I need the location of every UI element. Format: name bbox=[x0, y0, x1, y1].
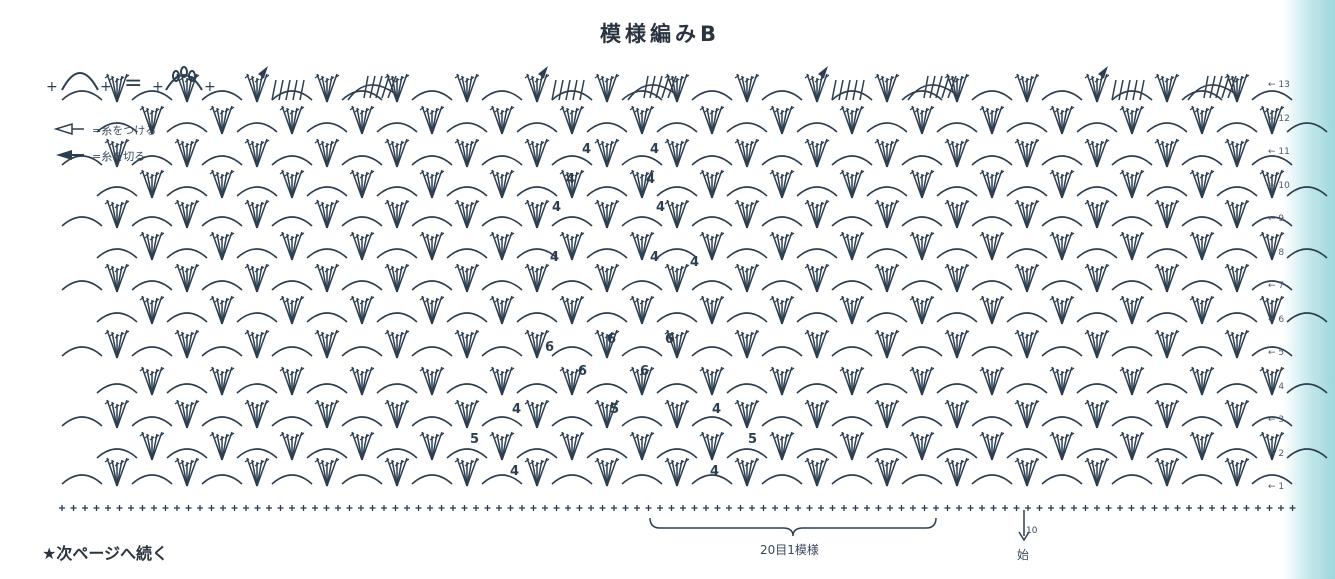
stitch-count: 4 bbox=[552, 200, 562, 215]
start-label: 始 bbox=[1017, 548, 1030, 562]
attach-yarn-label: =糸をつける bbox=[92, 124, 157, 137]
stitch-count: 4 bbox=[690, 255, 700, 270]
stitch-count: 5 bbox=[470, 432, 480, 447]
row-label: ← 3 bbox=[1268, 415, 1285, 425]
svg-text:+: + bbox=[46, 79, 58, 95]
stitch-count: 4 bbox=[566, 172, 576, 187]
attach-yarn-icon bbox=[54, 122, 84, 136]
start-marker-icon bbox=[1018, 510, 1030, 542]
row-label: ← 11 bbox=[1268, 147, 1290, 157]
stitch-count: 6 bbox=[545, 340, 555, 355]
row-label: ← 9 bbox=[1268, 214, 1285, 224]
chain-arc-icon: + + = + + bbox=[46, 66, 216, 96]
stitch-count: 6 bbox=[578, 364, 588, 379]
row-label: ← 6 bbox=[1268, 314, 1285, 325]
svg-text:+: + bbox=[204, 79, 216, 95]
chart-title: 模様編みB bbox=[600, 22, 721, 46]
row-label: ← 13 bbox=[1268, 80, 1290, 90]
svg-text:=: = bbox=[124, 71, 142, 96]
stitch-count: 4 bbox=[582, 142, 592, 157]
stitch-count: 4 bbox=[656, 200, 666, 215]
start-number: 10 bbox=[1026, 526, 1038, 536]
stitch-count: 4 bbox=[712, 402, 722, 417]
stitch-count: 6 bbox=[607, 332, 617, 347]
stitch-count: 5 bbox=[610, 402, 620, 417]
stitch-count: 4 bbox=[710, 464, 720, 479]
row-label: ← 8 bbox=[1268, 247, 1285, 258]
stitch-count: 4 bbox=[650, 142, 660, 157]
stitch-count: 5 bbox=[748, 432, 758, 447]
row-label: ← 1 bbox=[1268, 482, 1285, 492]
cut-yarn-icon bbox=[56, 150, 84, 160]
stitch-count: 6 bbox=[640, 364, 650, 379]
svg-text:+: + bbox=[100, 79, 112, 95]
repeat-label: 20目1模様 bbox=[760, 543, 819, 557]
row-label: ← 12 bbox=[1268, 113, 1290, 124]
continue-note: ★次ページへ続く bbox=[42, 544, 169, 563]
stitch-count: 4 bbox=[512, 402, 522, 417]
row-label: ← 5 bbox=[1268, 348, 1285, 358]
stitch-count: 4 bbox=[510, 464, 520, 479]
stitch-count: 4 bbox=[646, 172, 656, 187]
row-label: ← 7 bbox=[1268, 281, 1285, 291]
repeat-brace bbox=[649, 517, 937, 536]
stitch-count: 4 bbox=[650, 250, 660, 265]
row-label: ← 2 bbox=[1268, 448, 1285, 459]
stitch-count: 4 bbox=[550, 250, 560, 265]
stitch-count: 6 bbox=[665, 332, 675, 347]
stitch-legend: + + = + + =糸をつける =糸を切る bbox=[40, 60, 260, 170]
svg-text:+: + bbox=[152, 79, 164, 95]
row-label: ← 10 bbox=[1268, 180, 1290, 191]
row-label: ← 4 bbox=[1268, 381, 1285, 392]
